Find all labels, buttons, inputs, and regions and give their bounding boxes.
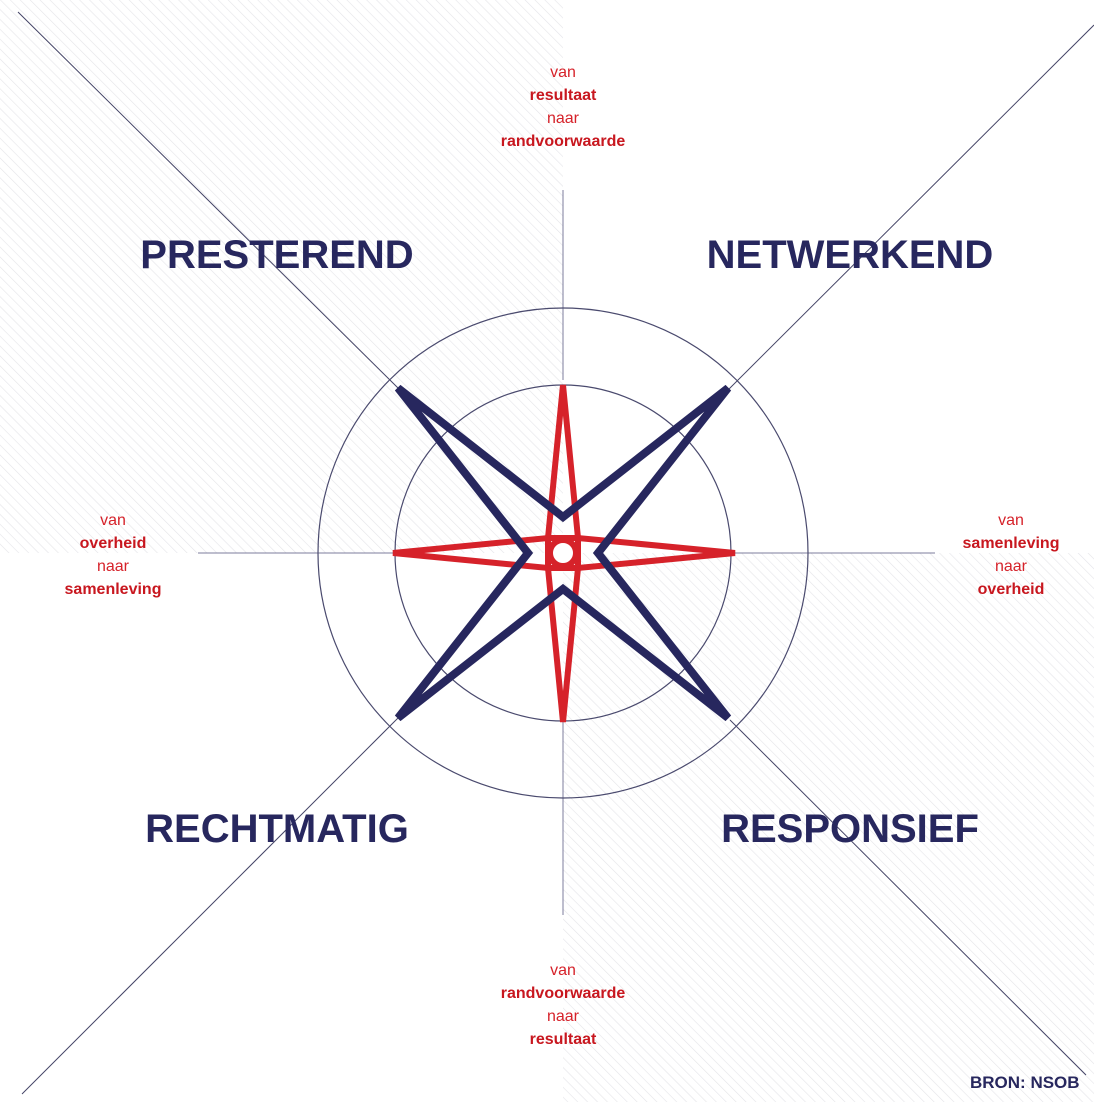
bottom-axis-from-value: randvoorwaarde <box>501 985 626 1002</box>
center-ring <box>547 537 579 569</box>
bottom-axis-to-value: resultaat <box>530 1031 597 1048</box>
left-axis-to-value: samenleving <box>65 581 162 598</box>
source-credit: BRON: NSOB <box>970 1073 1080 1092</box>
left-axis-to-word: naar <box>97 558 130 575</box>
outer-ring <box>317 307 809 799</box>
quadrant-title-presterend: PRESTEREND <box>140 233 413 277</box>
right-axis-from-value: samenleving <box>963 535 1060 552</box>
diagonal-top-left <box>17 11 399 389</box>
top-axis-from-value: resultaat <box>530 87 597 104</box>
quadrant-title-rechtmatig: RECHTMATIG <box>145 807 409 851</box>
quadrant-title-responsief: RESPONSIEF <box>721 807 979 851</box>
hatched-quadrant-top-left <box>0 0 563 553</box>
left-axis-from-value: overheid <box>80 535 147 552</box>
diagonal-bottom-left <box>21 717 399 1095</box>
navy-star-outline <box>394 384 732 722</box>
quadrant-title-netwerkend: NETWERKEND <box>707 233 994 277</box>
right-axis-to-value: overheid <box>978 581 1045 598</box>
left-axis-from-word: van <box>100 512 126 529</box>
bottom-axis-from-word: van <box>550 962 576 979</box>
diagonal-bottom-right <box>729 719 1087 1076</box>
top-axis-to-word: naar <box>547 110 580 127</box>
top-axis-to-value: randvoorwaarde <box>501 133 626 150</box>
top-axis-from-word: van <box>550 64 576 81</box>
right-axis-to-word: naar <box>995 558 1028 575</box>
right-axis-from-word: van <box>998 512 1024 529</box>
diagonal-top-right <box>727 24 1094 391</box>
hatched-quadrant-bottom-right <box>563 553 1094 1102</box>
bottom-axis-to-word: naar <box>547 1008 580 1025</box>
